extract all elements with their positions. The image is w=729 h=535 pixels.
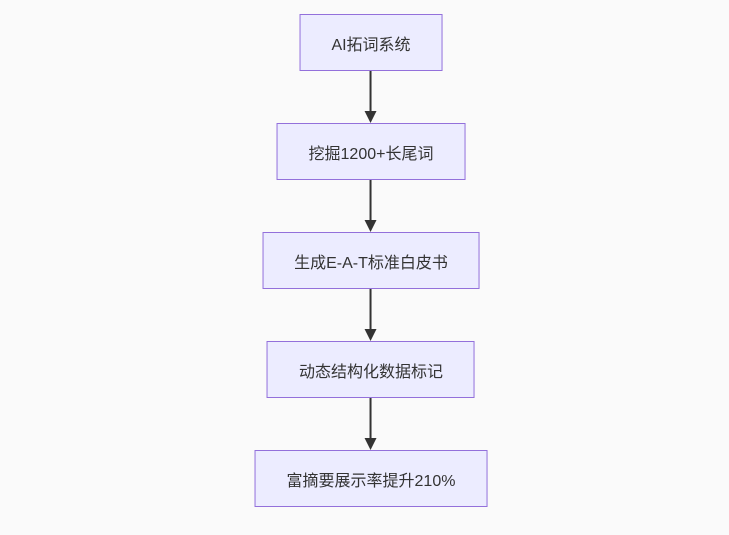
arrow-down-icon [365,71,377,123]
node-label: 挖掘1200+长尾词 [308,145,434,163]
arrow-down-icon [365,289,377,341]
node-label: 富摘要展示率提升210% [286,472,456,490]
flowchart-node-c: 生成E-A-T标准白皮书 [262,232,480,289]
node-label: AI拓词系统 [331,36,411,54]
arrow-down-icon [365,180,377,232]
node-label: 生成E-A-T标准白皮书 [294,254,448,272]
flowchart-node-b: 挖掘1200+长尾词 [276,123,466,180]
flowchart: AI拓词系统 挖掘1200+长尾词 生成E-A-T标准白皮书 动态结构化数据标记… [254,14,488,507]
arrow-down-icon [365,398,377,450]
flowchart-node-e: 富摘要展示率提升210% [254,450,488,507]
flowchart-node-a: AI拓词系统 [299,14,443,71]
node-label: 动态结构化数据标记 [298,363,443,381]
flowchart-node-d: 动态结构化数据标记 [266,341,475,398]
